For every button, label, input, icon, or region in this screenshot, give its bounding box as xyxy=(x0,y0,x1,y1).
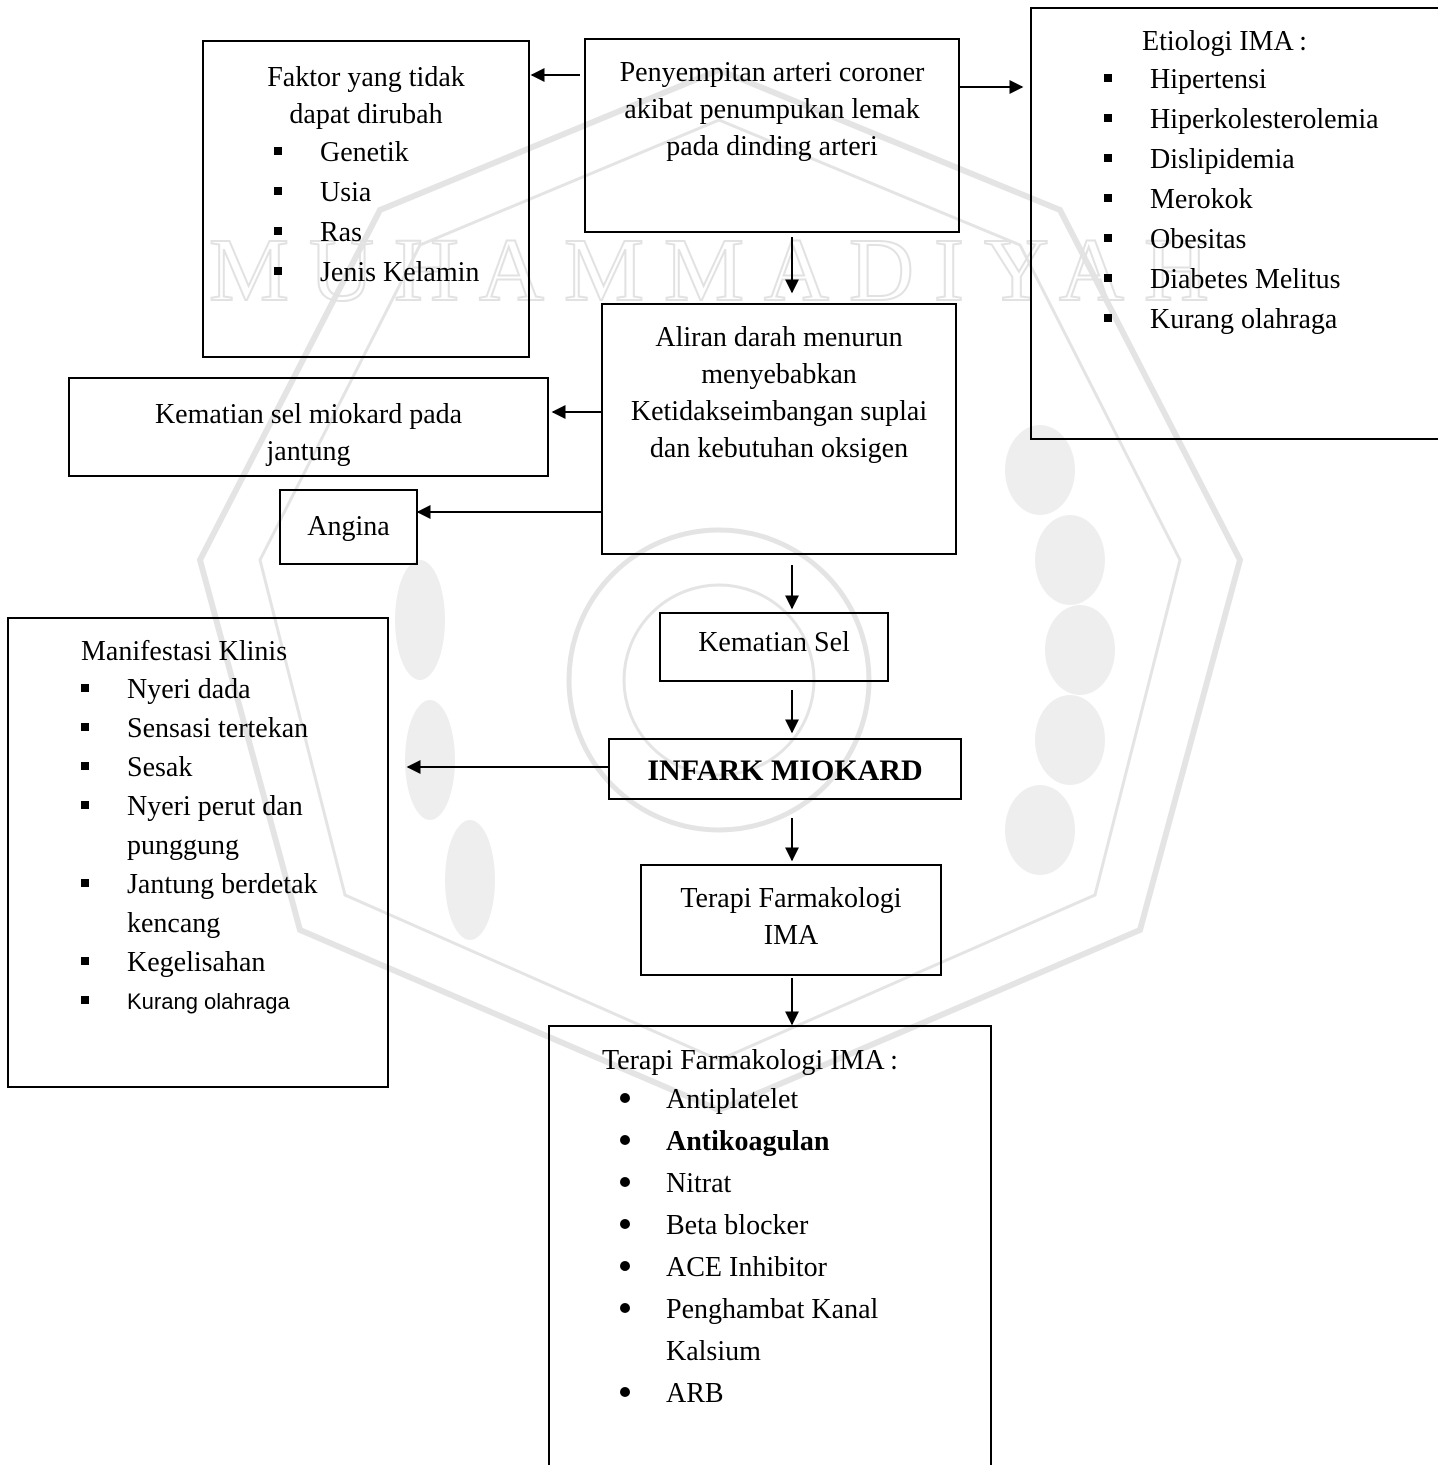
faktor-item: Jenis Kelamin xyxy=(274,253,528,293)
etiologi-item: Dislipidemia xyxy=(1104,140,1438,180)
aliran-box: Aliran darah menurun menyebabkan Ketidak… xyxy=(601,303,957,555)
terapi-list-box: Terapi Farmakologi IMA : Antiplatelet An… xyxy=(548,1025,992,1465)
faktor-item: Usia xyxy=(274,173,528,213)
terapi-item: Beta blocker xyxy=(620,1205,980,1247)
faktor-item: Ras xyxy=(274,213,528,253)
kematian-sel-text: Kematian Sel xyxy=(698,627,850,658)
etiologi-item: Hipertensi xyxy=(1104,60,1438,100)
aliran-text: Aliran darah menurun menyebabkan Ketidak… xyxy=(630,322,928,464)
manifestasi-item: Sensasi tertekan xyxy=(81,709,377,748)
manifestasi-item: Nyeri perut dan punggung xyxy=(81,787,377,865)
manifestasi-item: Jantung berdetak kencang xyxy=(81,865,377,943)
faktor-item: Genetik xyxy=(274,133,528,173)
penyempitan-text: Penyempitan arteri coroner akibat penump… xyxy=(619,57,925,162)
etiologi-item: Kurang olahraga xyxy=(1104,300,1438,340)
terapi-list-title: Terapi Farmakologi IMA : xyxy=(602,1045,898,1076)
infark-text: INFARK MIOKARD xyxy=(647,754,923,787)
etiologi-box: Etiologi IMA : Hipertensi Hiperkolestero… xyxy=(1030,7,1438,440)
faktor-box: Faktor yang tidak dapat dirubah Genetik … xyxy=(202,40,530,358)
manifestasi-title: Manifestasi Klinis xyxy=(81,636,288,667)
terapi-item: ARB xyxy=(620,1373,980,1415)
terapi-item: Antiplatelet xyxy=(620,1079,980,1121)
terapi-item: Penghambat Kanal Kalsium xyxy=(620,1289,980,1373)
terapi-item: ACE Inhibitor xyxy=(620,1247,980,1289)
kematian-miokard-box: Kematian sel miokard pada jantung xyxy=(68,377,549,477)
manifestasi-box: Manifestasi Klinis Nyeri dada Sensasi te… xyxy=(7,617,389,1088)
etiologi-title: Etiologi IMA : xyxy=(1142,26,1307,57)
penyempitan-box: Penyempitan arteri coroner akibat penump… xyxy=(584,38,960,233)
terapi-box: Terapi Farmakologi IMA xyxy=(640,864,942,976)
angina-text: Angina xyxy=(307,511,390,542)
etiologi-item: Diabetes Melitus xyxy=(1104,260,1438,300)
manifestasi-item: Sesak xyxy=(81,748,377,787)
manifestasi-item: Nyeri dada xyxy=(81,670,377,709)
terapi-item: Antikoagulan xyxy=(620,1121,980,1163)
kematian-miokard-text: Kematian sel miokard pada jantung xyxy=(154,399,463,467)
etiologi-item: Merokok xyxy=(1104,180,1438,220)
faktor-title: Faktor yang tidak dapat dirubah xyxy=(267,62,465,130)
manifestasi-item: Kurang olahraga xyxy=(81,982,377,1021)
infark-box: INFARK MIOKARD xyxy=(608,738,962,800)
etiologi-item: Obesitas xyxy=(1104,220,1438,260)
kematian-sel-box: Kematian Sel xyxy=(659,612,889,682)
angina-box: Angina xyxy=(279,489,418,565)
manifestasi-item: Kegelisahan xyxy=(81,943,377,982)
terapi-item: Nitrat xyxy=(620,1163,980,1205)
terapi-box-text: Terapi Farmakologi IMA xyxy=(680,883,902,951)
etiologi-item: Hiperkolesterolemia xyxy=(1104,100,1438,140)
